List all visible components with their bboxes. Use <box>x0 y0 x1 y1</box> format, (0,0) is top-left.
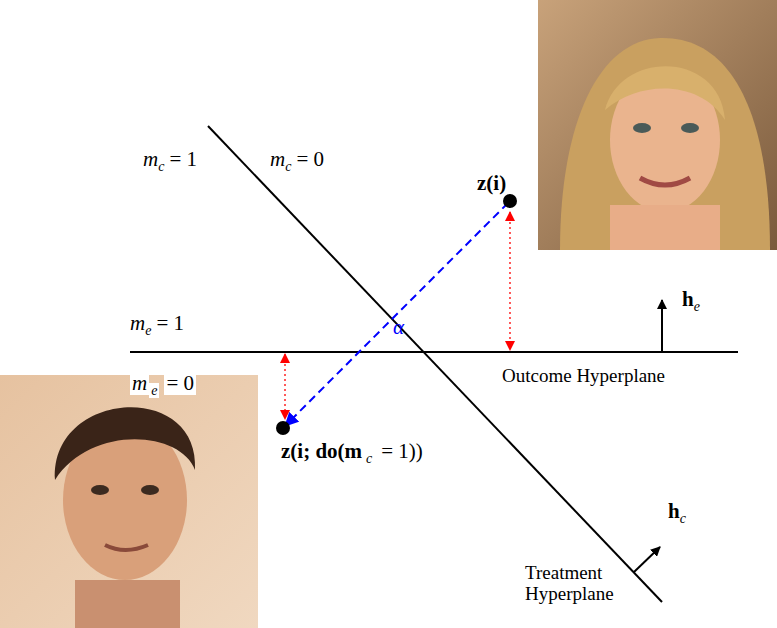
vector-label: hc <box>668 500 689 523</box>
math-text: h <box>682 287 694 311</box>
math-text: α <box>393 315 404 339</box>
math-text: z(i; do(m <box>279 439 364 463</box>
angle-label: α <box>393 316 404 339</box>
subscript: e <box>149 383 159 398</box>
math-text: m <box>270 147 285 171</box>
latent-point <box>276 421 290 435</box>
subscript: c <box>680 511 686 526</box>
distance-marker <box>284 354 285 419</box>
region-label: me = 1 <box>130 312 184 335</box>
math-text: = 0 <box>296 147 324 171</box>
woman-portrait <box>538 0 777 250</box>
math-text: = 1)) <box>379 439 425 463</box>
treatment-hyperplane <box>208 126 662 602</box>
vector-label: he <box>682 288 703 311</box>
distance-marker <box>509 212 510 350</box>
math-text: m <box>130 311 145 335</box>
subscript: c <box>158 159 164 174</box>
plane-label: Outcome Hyperplane <box>502 366 665 387</box>
math-text: m <box>143 147 158 171</box>
subscript: c <box>364 451 374 466</box>
math-text: = 1 <box>156 311 184 335</box>
subscript: c <box>285 159 291 174</box>
math-text: m <box>130 371 149 395</box>
plane-label: Treatment Hyperplane <box>525 563 635 605</box>
intervention-arrow <box>285 203 508 426</box>
latent-point <box>503 194 517 208</box>
math-text: = 0 <box>164 371 196 395</box>
point-label: z(i) <box>477 172 506 195</box>
point-label: z(i; do(mc = 1)) <box>279 440 425 463</box>
subscript: e <box>694 299 700 314</box>
normal-vector <box>634 547 660 572</box>
math-text: = 1 <box>169 147 197 171</box>
region-label: mc = 1 <box>143 148 197 171</box>
normal-vector <box>661 300 663 352</box>
math-text: h <box>668 499 680 523</box>
math-text: Outcome Hyperplane <box>502 365 665 386</box>
man-portrait <box>0 375 258 628</box>
region-label: me = 0 <box>130 372 196 395</box>
math-text: Treatment Hyperplane <box>525 562 614 604</box>
outcome-hyperplane <box>130 351 738 353</box>
subscript: e <box>145 323 151 338</box>
math-text: z(i) <box>477 171 506 195</box>
region-label: mc = 0 <box>270 148 324 171</box>
